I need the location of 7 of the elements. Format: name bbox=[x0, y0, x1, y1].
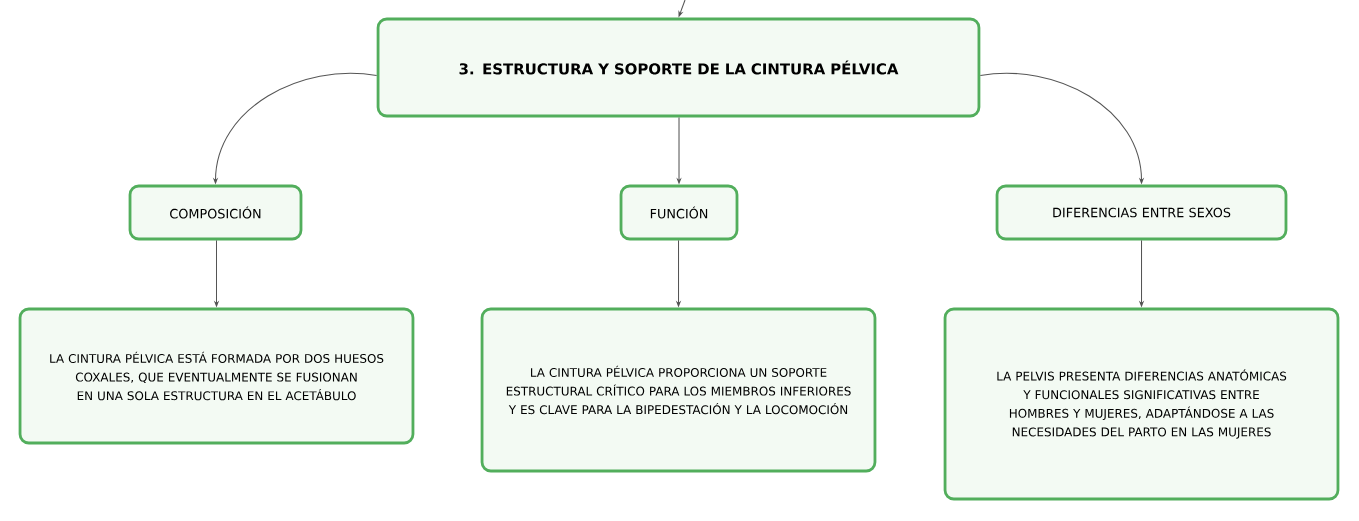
text-box: LA CINTURA PÉLVICA ESTÁ FORMADA POR DOS HUESOS COXALES, QUE EVENTUALMENTE SE FUSIONAN EN UNA SOLA ESTRUCTURA EN EL ACETÁBULO bbox=[18, 307, 415, 445]
text-box: LA PELVIS PRESENTA DIFERENCIAS ANATÓMICAS Y FUNCIONALES SIGNIFICATIVAS ENTRE HOMBRES Y MUJERES, ADAPTÁNDOSE A LAS NECESIDADES DEL PARTO EN LAS MUJERES bbox=[943, 307, 1340, 501]
subtopic-box: FUNCIÓN bbox=[619, 184, 739, 241]
subtopic-box: COMPOSICIÓN bbox=[128, 184, 303, 241]
topic-box: 3. ESTRUCTURA Y SOPORTE DE LA CINTURA PÉLVICA bbox=[376, 17, 981, 118]
subtopic-box: DIFERENCIAS ENTRE SEXOS bbox=[995, 184, 1288, 241]
text-box: LA CINTURA PÉLVICA PROPORCIONA UN SOPORTE ESTRUCTURAL CRÍTICO PARA LOS MIEMBROS INFERIORES Y ES CLAVE PARA LA BIPEDESTACIÓN Y LA LOCOMOCIÓN bbox=[480, 307, 877, 473]
